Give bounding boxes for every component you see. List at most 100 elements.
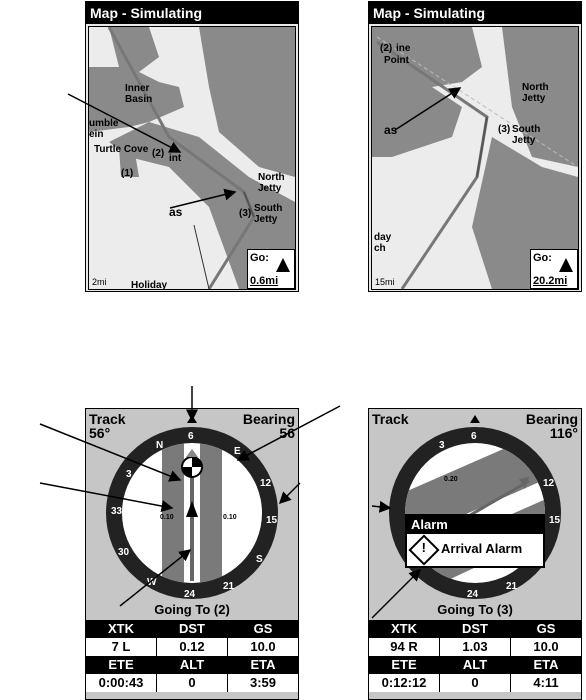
hdr-gs: GS bbox=[228, 620, 298, 638]
hdr-gs: GS bbox=[511, 620, 581, 638]
goto-distance: 0.6mi bbox=[250, 275, 279, 287]
hdr-dst: DST bbox=[157, 620, 228, 638]
val-eta: 4:11 bbox=[511, 674, 581, 692]
tick-24: 24 bbox=[467, 589, 479, 600]
compass-screen-right: Track Bearing 116° 3 6 12 15 21 24 0.20 … bbox=[368, 408, 582, 700]
tick-3: N bbox=[156, 440, 164, 451]
bearing-value: 116° bbox=[549, 425, 578, 441]
tick-3: 3 bbox=[439, 440, 445, 451]
hdr-eta: ETA bbox=[228, 656, 298, 674]
map-graphics bbox=[89, 27, 295, 289]
map-label-inner-basin: Inner Basin bbox=[125, 83, 153, 105]
tick-30: 30 bbox=[118, 547, 130, 558]
map-label-turtle-cove: Turtle Cove bbox=[94, 144, 149, 155]
map-label-int: int bbox=[169, 153, 182, 164]
waypoint-1-label: (1) bbox=[121, 168, 134, 179]
val-xtk: 7 L bbox=[86, 638, 157, 656]
tick-s: S bbox=[256, 554, 263, 565]
arrival-alarm-dialog[interactable]: Alarm ! Arrival Alarm bbox=[405, 514, 545, 568]
bearing-label: Bearing bbox=[525, 411, 578, 427]
track-label: Track bbox=[89, 411, 126, 427]
compass-screen-left: Track 56° Bearing 56 N 6 E 3 12 33 15 30… bbox=[85, 408, 299, 700]
tick-n: 3 bbox=[126, 469, 132, 480]
map-title: Map - Simulating bbox=[369, 2, 581, 24]
map-label-north-jetty: North Jetty bbox=[258, 172, 285, 194]
callout-arrow-top-right bbox=[394, 87, 462, 131]
compass-rose bbox=[106, 415, 278, 599]
lane-mark: 0.20 bbox=[444, 476, 458, 483]
goto-arrow-icon bbox=[276, 258, 290, 272]
map-label-ine: ine bbox=[396, 43, 411, 54]
data-grid: XTK DST GS 7 L 0.12 10.0 ETE ALT ETA 0:0… bbox=[86, 620, 298, 692]
map-title: Map - Simulating bbox=[86, 2, 298, 24]
val-ete: 0:00:43 bbox=[86, 674, 157, 692]
tick-12: 12 bbox=[543, 478, 555, 489]
tick-21: 21 bbox=[223, 581, 235, 592]
map-label-south-jetty: South Jetty bbox=[254, 203, 283, 225]
goto-label: Go: bbox=[533, 252, 552, 264]
lane-mark-right: 0.10 bbox=[223, 514, 237, 521]
data-grid: XTK DST GS 94 R 1.03 10.0 ETE ALT ETA 0:… bbox=[369, 620, 581, 692]
goto-box: Go: 0.6mi bbox=[247, 249, 295, 289]
hdr-alt: ALT bbox=[157, 656, 228, 674]
tick-w: W bbox=[147, 577, 157, 588]
tick-15: 15 bbox=[266, 515, 278, 526]
map-label-umble: umble bbox=[89, 118, 119, 129]
hdr-ete: ETE bbox=[86, 656, 157, 674]
val-gs: 10.0 bbox=[228, 638, 298, 656]
goto-label: Go: bbox=[250, 252, 269, 264]
tick-6: 6 bbox=[188, 431, 194, 442]
callout-arrows-top-left bbox=[67, 93, 237, 209]
waypoint-3-label: (3) bbox=[239, 208, 252, 219]
tick-21: 21 bbox=[506, 581, 518, 592]
map-label-south-jetty: South Jetty bbox=[512, 124, 541, 146]
map-screen-left: Map - Simulating Inner Basin umble ein T… bbox=[85, 1, 299, 292]
val-ete: 0:12:12 bbox=[369, 674, 440, 692]
tick-33: 33 bbox=[111, 506, 123, 517]
callout-arrows-bottom bbox=[39, 386, 422, 619]
val-alt: 0 bbox=[440, 674, 511, 692]
tick-24: 24 bbox=[184, 589, 196, 600]
hdr-xtk: XTK bbox=[369, 620, 440, 638]
val-alt: 0 bbox=[157, 674, 228, 692]
hdr-eta: ETA bbox=[511, 656, 581, 674]
map-label-as: as bbox=[169, 205, 183, 219]
map-graphics bbox=[372, 27, 578, 289]
waypoint-3-label: (3) bbox=[498, 124, 511, 135]
val-eta: 3:59 bbox=[228, 674, 298, 692]
map-label-as: as bbox=[384, 123, 398, 137]
tick-12: 12 bbox=[260, 478, 272, 489]
val-dst: 0.12 bbox=[157, 638, 228, 656]
map-screen-right: Map - Simulating (2) ine Point North Jet… bbox=[368, 1, 582, 292]
tick-6: 6 bbox=[471, 431, 477, 442]
alarm-title: Alarm bbox=[407, 516, 543, 534]
hdr-dst: DST bbox=[440, 620, 511, 638]
goto-distance: 20.2mi bbox=[533, 275, 568, 287]
map-label-ein: ein bbox=[89, 129, 104, 140]
val-gs: 10.0 bbox=[511, 638, 581, 656]
bearing-label: Bearing bbox=[242, 411, 295, 427]
goto-arrow-icon bbox=[559, 258, 573, 272]
map-label-north-jetty: North Jetty bbox=[522, 82, 549, 104]
going-to-label: Going To (2) bbox=[154, 602, 230, 617]
map-view[interactable]: (2) ine Point North Jetty (3) South Jett… bbox=[371, 26, 579, 290]
map-label-holiday: Holiday bbox=[131, 280, 168, 290]
tick-15: 15 bbox=[549, 515, 561, 526]
alarm-message: Arrival Alarm bbox=[441, 541, 523, 556]
track-label: Track bbox=[372, 411, 409, 427]
map-view[interactable]: Inner Basin umble ein Turtle Cove (2) in… bbox=[88, 26, 296, 290]
going-to-label: Going To (3) bbox=[437, 602, 513, 617]
waypoint-2-label: (2) bbox=[152, 148, 165, 159]
lane-mark-left: 0.10 bbox=[160, 514, 174, 521]
waypoint-2-label: (2) bbox=[380, 43, 393, 54]
map-scale: 2mi bbox=[92, 277, 107, 287]
val-dst: 1.03 bbox=[440, 638, 511, 656]
map-scale: 15mi bbox=[375, 277, 395, 287]
hdr-alt: ALT bbox=[440, 656, 511, 674]
val-xtk: 94 R bbox=[369, 638, 440, 656]
hdr-xtk: XTK bbox=[86, 620, 157, 638]
hdr-ete: ETE bbox=[369, 656, 440, 674]
map-label-day: day ch bbox=[374, 232, 392, 254]
goto-box: Go: 20.2mi bbox=[530, 249, 578, 289]
map-label-point: Point bbox=[384, 55, 409, 66]
